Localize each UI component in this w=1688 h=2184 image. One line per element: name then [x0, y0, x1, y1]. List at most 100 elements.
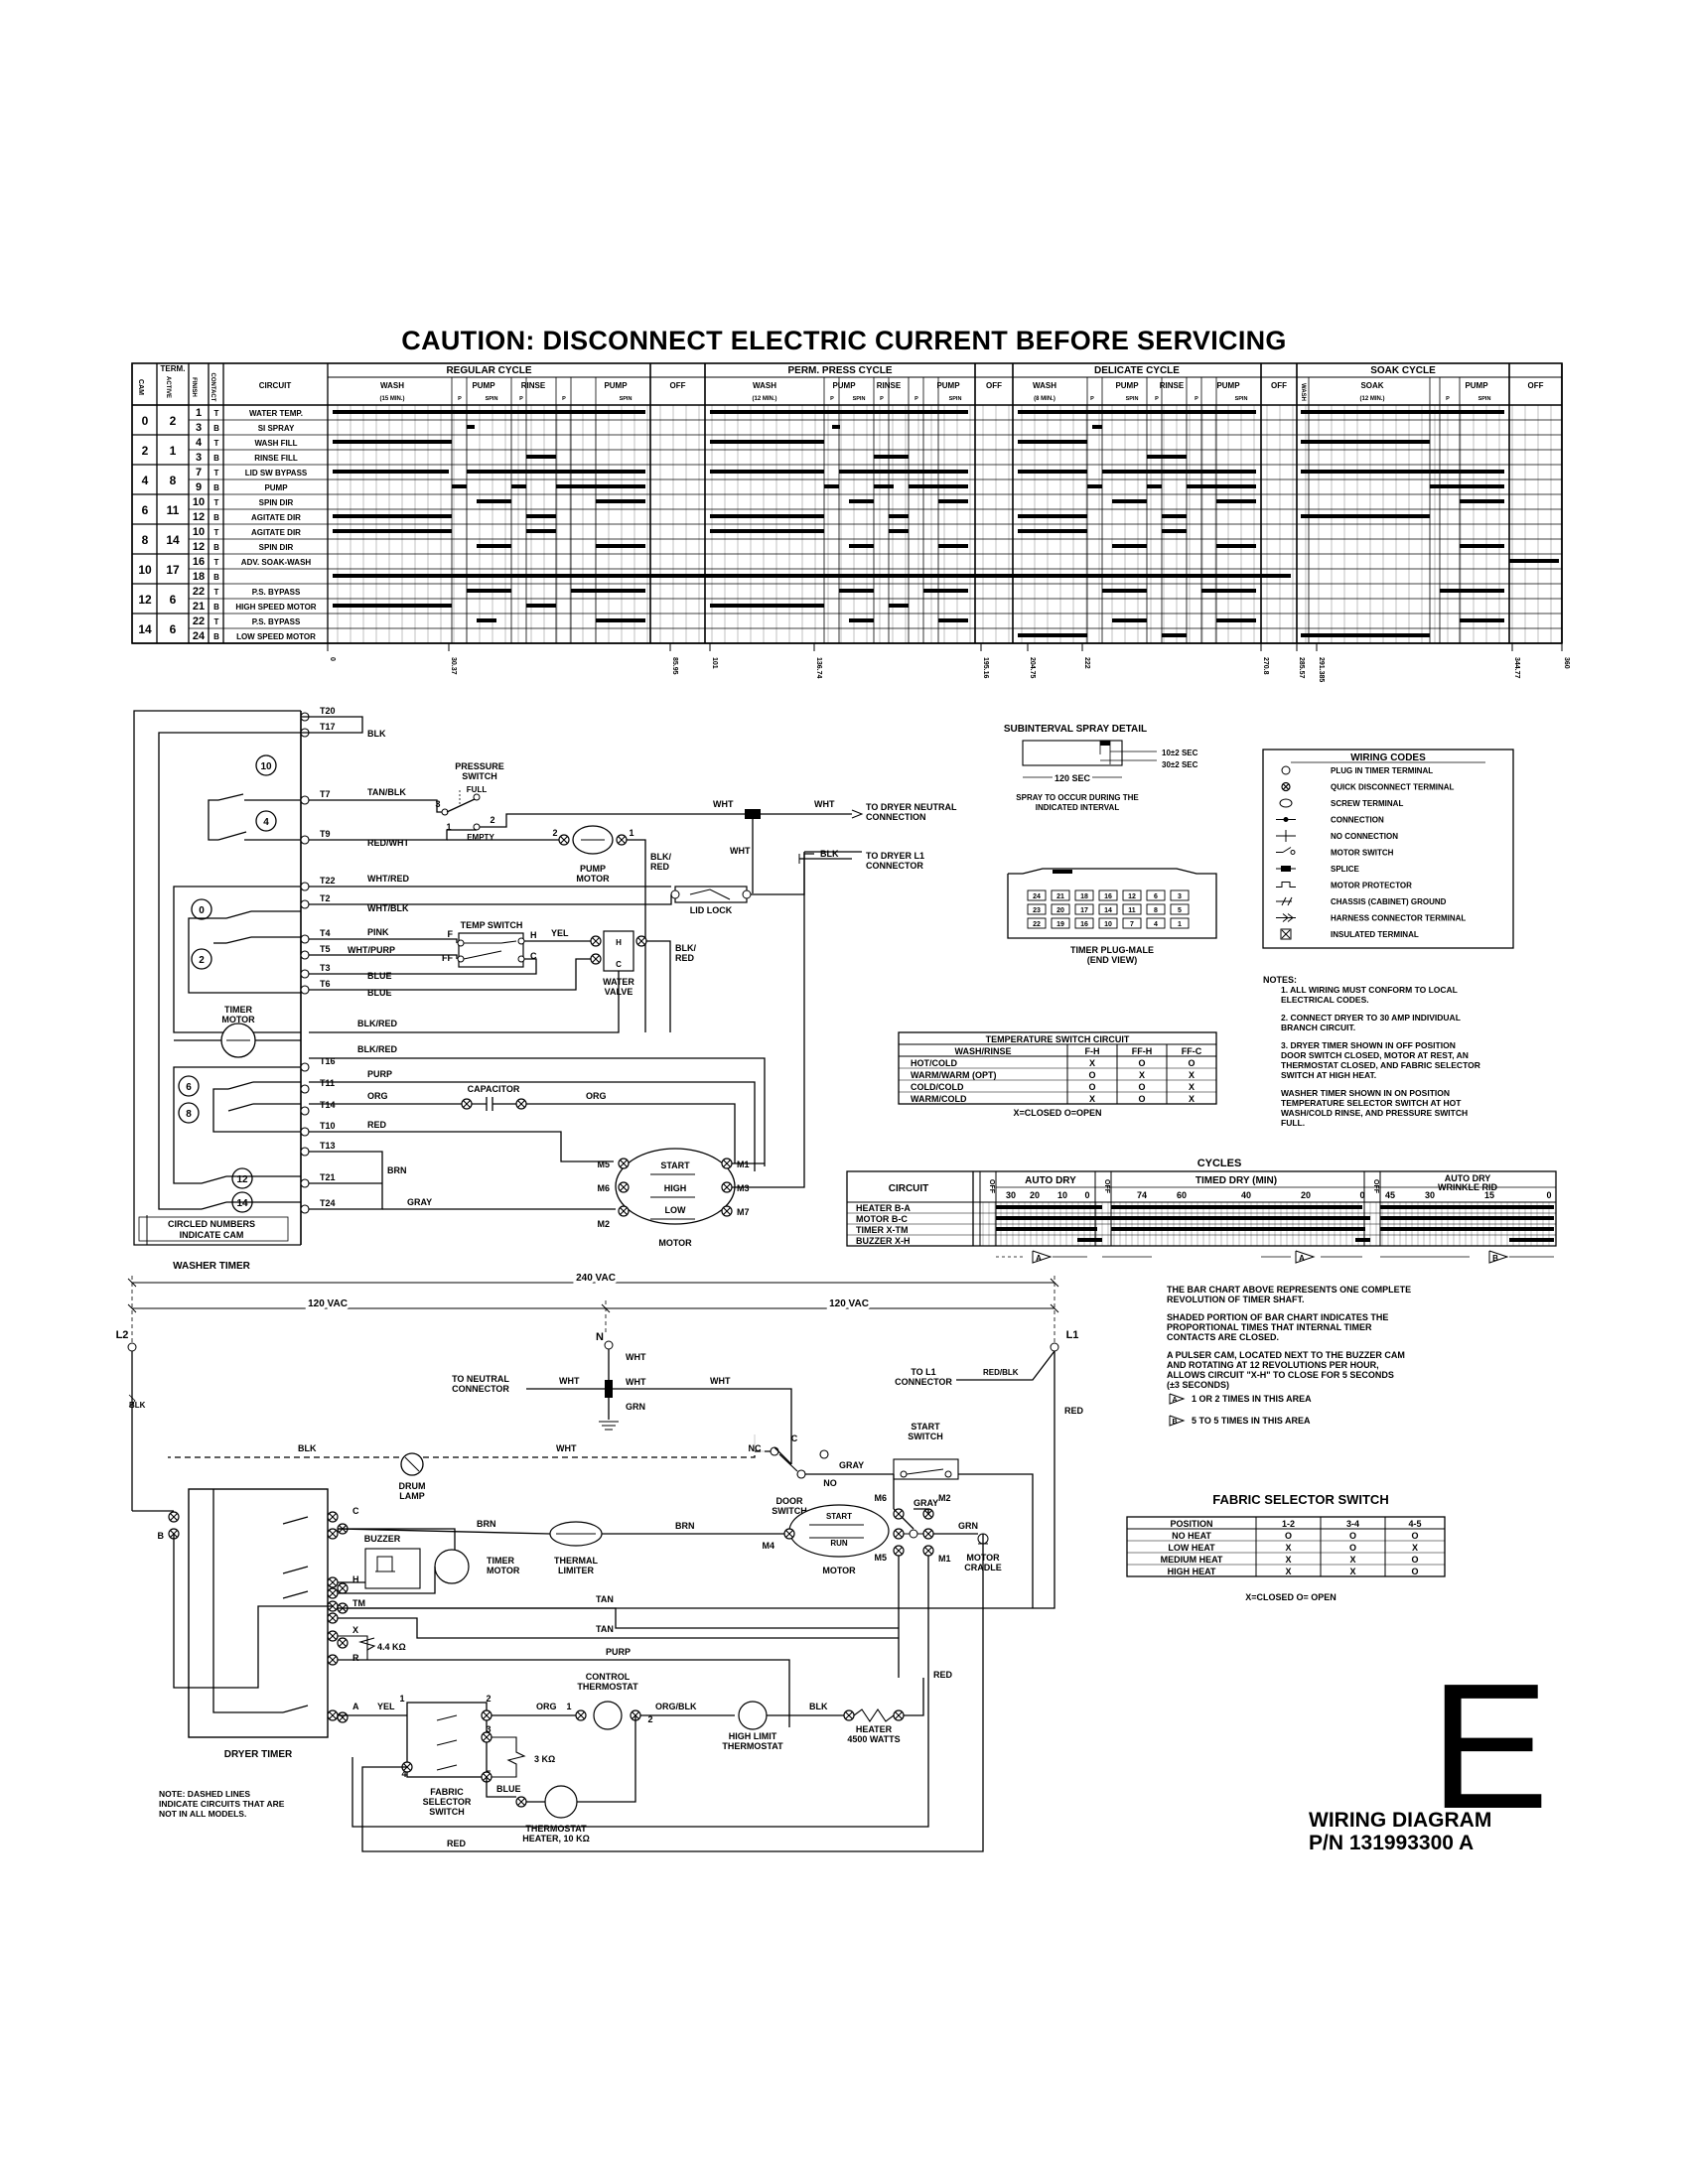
- fabric-selector-box: [406, 1702, 488, 1778]
- r3-label: 3 KΩ: [534, 1754, 555, 1764]
- buzzer-box: [364, 1548, 421, 1589]
- control-thermostat: [593, 1701, 623, 1730]
- plug-in-terminal: [300, 1106, 310, 1116]
- plug-in-terminal: [300, 985, 310, 995]
- timer-motor-label: MOTOR: [221, 1015, 255, 1024]
- wire-label: YEL: [551, 928, 569, 938]
- fabric-table-cell: HIGH HEAT: [1168, 1567, 1216, 1576]
- cam-number: 4: [142, 474, 149, 487]
- wire-label: WHT: [556, 1443, 577, 1453]
- plug-pin: [1122, 889, 1142, 901]
- term-number: 17: [166, 563, 180, 577]
- cycle-row-label: MOTOR B-C: [856, 1214, 908, 1224]
- wire: [1007, 868, 1217, 939]
- terminal-label: T24: [320, 1198, 336, 1208]
- control-thermostat-label: THERMOSTAT: [577, 1682, 638, 1692]
- plug-pin-number: 5: [1178, 907, 1182, 914]
- contact-closed-bar: [710, 440, 824, 444]
- tick: 45: [1385, 1190, 1395, 1200]
- cam-circle: [178, 1075, 200, 1097]
- pin: 3: [486, 1724, 491, 1734]
- cycle-off-label: OFF: [670, 381, 686, 390]
- contact-closed-bar: [1460, 499, 1504, 503]
- temp-table-cell: HOT/COLD: [911, 1058, 957, 1068]
- bar-note: AND ROTATING AT 12 REVOLUTIONS PER HOUR,: [1167, 1360, 1379, 1370]
- temp-table-header: WASH/RINSE: [954, 1046, 1011, 1056]
- circuit-name: AGITATE DIR: [251, 513, 301, 522]
- pressure-switch-label: SWITCH: [462, 771, 497, 781]
- cam-number: 14: [138, 622, 152, 636]
- fabric-table-cell: MEDIUM HEAT: [1161, 1555, 1223, 1565]
- code-item: SCREW TERMINAL: [1331, 799, 1403, 808]
- plug-pin-number: 22: [1033, 921, 1041, 928]
- wire: [225, 936, 252, 944]
- wire: [329, 1530, 337, 1538]
- fabric-table-cell: X: [1412, 1543, 1418, 1553]
- terminal-label: T3: [320, 963, 331, 973]
- spray-c: 120 SEC: [1055, 773, 1091, 783]
- wire: [436, 1739, 458, 1746]
- finish-number: 3: [196, 422, 202, 434]
- wire: [337, 1528, 551, 1535]
- pin: B: [158, 1531, 165, 1541]
- wire-label: BRN: [387, 1165, 407, 1175]
- tick: 30: [1425, 1190, 1435, 1200]
- contact-closed-bar: [467, 425, 475, 429]
- sub-step: P: [562, 396, 566, 402]
- pin: M4: [762, 1541, 774, 1551]
- wire: [446, 798, 476, 813]
- cycle-name: REGULAR CYCLE: [446, 365, 531, 376]
- wire: [338, 1607, 899, 1629]
- start-label: START: [660, 1160, 690, 1170]
- plug-pin-number: 17: [1080, 907, 1088, 914]
- term-number: 6: [170, 593, 177, 607]
- cycle-step: RINSE: [1160, 381, 1185, 390]
- temp-table-cell: O: [1088, 1070, 1095, 1080]
- contact-closed-bar: [1018, 514, 1087, 518]
- contact-closed-bar: [839, 470, 968, 474]
- pin: 2: [486, 1694, 491, 1704]
- terminal-label: T2: [320, 893, 331, 903]
- cycle-step: PUMP: [832, 381, 856, 390]
- angle-mark: 360: [1563, 657, 1570, 669]
- note-text: 3. DRYER TIMER SHOWN IN OFF POSITION: [1281, 1040, 1456, 1050]
- wire-label: BLUE: [496, 1784, 521, 1794]
- wire: [329, 1513, 337, 1521]
- wire-label: RED/BLK: [983, 1368, 1019, 1377]
- sub-step: P: [458, 396, 462, 402]
- wire: [338, 1617, 899, 1639]
- contact: [796, 1469, 806, 1479]
- wire-label: GRN: [626, 1402, 645, 1412]
- angle-mark: 344.77: [1513, 657, 1520, 679]
- plug-pin-number: 16: [1080, 921, 1088, 928]
- contact-closed-bar: [333, 574, 1291, 578]
- circuit-name: RINSE FILL: [254, 454, 298, 463]
- contact-closed-bar: [1018, 529, 1087, 533]
- washer-motor: [615, 1148, 736, 1225]
- contact-letter: T: [214, 558, 219, 567]
- chart-header-finish: FINISH: [191, 377, 197, 397]
- code-item: INSULATED TERMINAL: [1331, 930, 1419, 939]
- part-number: P/N 131993300 A: [1309, 1832, 1475, 1854]
- bar-note: A PULSER CAM, LOCATED NEXT TO THE BUZZER…: [1167, 1350, 1405, 1360]
- wire-label: RED: [650, 862, 670, 872]
- wire: [329, 1656, 337, 1664]
- chart-header-active: ACTIVE: [165, 376, 171, 398]
- contact-closed-bar: [1216, 544, 1256, 548]
- wire: [1282, 913, 1289, 922]
- terminal: [742, 889, 752, 899]
- cycle-bar: [1380, 1216, 1554, 1220]
- wire-label: WHT: [626, 1377, 646, 1387]
- wire-label: WHT: [710, 1376, 731, 1386]
- plug-pin-number: 23: [1033, 907, 1041, 914]
- wire: [1295, 1250, 1316, 1264]
- door-switch-label: DOOR: [776, 1496, 804, 1506]
- terminal-label: T22: [320, 876, 336, 886]
- tick: 15: [1484, 1190, 1494, 1200]
- pin: 1: [446, 822, 451, 832]
- wire: [168, 1450, 771, 1458]
- wire-label: WHT/PURP: [348, 945, 395, 955]
- wire: [956, 1350, 1055, 1381]
- plug-pin: [1170, 917, 1190, 929]
- contact-letter: B: [213, 543, 219, 552]
